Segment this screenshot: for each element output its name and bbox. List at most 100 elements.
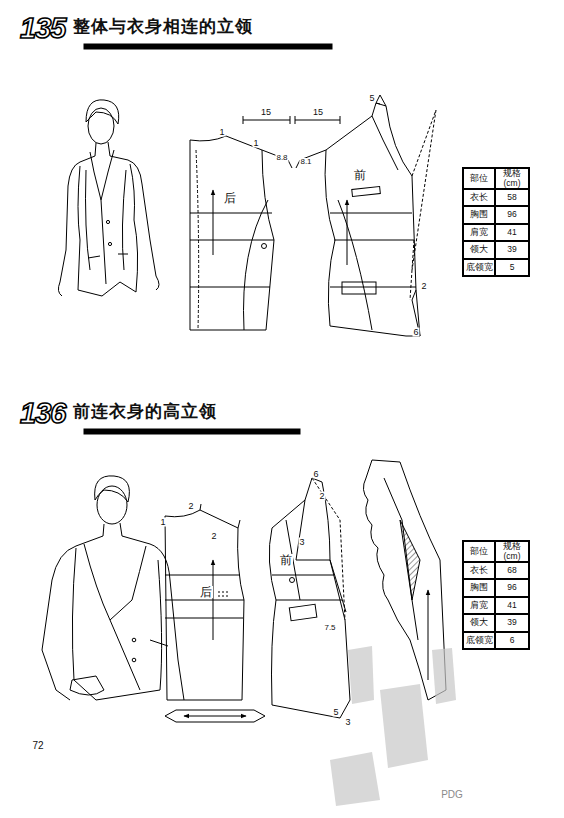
- table-cell: 68: [495, 562, 529, 579]
- table-cell: 领大: [463, 614, 495, 631]
- dimension-label: 8.8: [275, 154, 288, 162]
- dimension-label: 3: [344, 718, 351, 727]
- watermark-stamp-stroke: [380, 684, 428, 768]
- front-pattern-piece-stroke: [289, 604, 317, 620]
- watermark-stamp-stroke: [330, 752, 380, 806]
- page-number: 72: [31, 741, 44, 751]
- fashion-figure-stroke: [95, 142, 110, 156]
- fashion-figure-stroke: [88, 254, 128, 258]
- front-pattern-piece-stroke: [330, 213, 416, 287]
- fashion-figure-stroke: [106, 220, 109, 223]
- fashion-figure-stroke: [110, 620, 140, 690]
- spec-table: 部位规格 (cm)衣长58胸围96肩宽41领大39底领宽5: [462, 167, 530, 277]
- fashion-figure-stroke: [86, 170, 127, 270]
- front-pattern-piece-stroke: [352, 187, 381, 197]
- heading-bars-stroke: [84, 429, 300, 434]
- front-pattern-piece-stroke: [330, 560, 346, 612]
- back-pattern-piece-stroke: [165, 575, 244, 618]
- front-pattern-piece: [269, 478, 350, 718]
- heading-bars-stroke: [84, 44, 332, 49]
- back-pattern-piece-stroke: [190, 213, 274, 287]
- strap-pattern-piece: [165, 710, 265, 722]
- heading-bars: [84, 44, 332, 434]
- back-pattern-piece-stroke: [262, 150, 292, 168]
- fashion-figure-stroke: [103, 523, 122, 536]
- front-pattern-piece-stroke: [325, 103, 420, 336]
- table-cell: 部位: [463, 168, 495, 189]
- back-pattern-piece-stroke: [196, 150, 199, 330]
- table-cell: 39: [495, 614, 529, 631]
- piece-name: 前: [279, 554, 293, 566]
- table-cell: 衣长: [463, 562, 495, 579]
- fashion-figure-stroke: [88, 108, 114, 144]
- table-cell: 96: [495, 206, 529, 223]
- dimension-label: 2: [420, 282, 427, 291]
- section-title: 前连衣身的高立领: [73, 403, 217, 428]
- table-cell: 底领宽: [463, 259, 495, 276]
- fashion-figure-stroke: [42, 536, 184, 700]
- dimension-label: 15: [312, 108, 324, 117]
- table-cell: 5: [495, 259, 529, 276]
- dimension-label: 7.5: [323, 624, 336, 632]
- front-pattern-piece-stroke: [290, 578, 295, 583]
- table-cell: 6: [495, 632, 529, 649]
- table-cell: 胸围: [463, 206, 495, 223]
- table-cell: 胸围: [463, 579, 495, 596]
- back-pattern-piece: [190, 116, 292, 330]
- strap-pattern-piece-stroke: [165, 710, 265, 722]
- fashion-figure-stroke: [150, 640, 168, 646]
- dimension-label: 5: [332, 708, 339, 717]
- table-cell: 41: [495, 597, 529, 614]
- table-cell: 底领宽: [463, 632, 495, 649]
- table-cell: 41: [495, 224, 529, 241]
- table-cell: 部位: [463, 541, 495, 562]
- collar-pattern-piece-stroke: [428, 590, 429, 680]
- back-pattern-piece-stroke: [243, 116, 290, 124]
- dimension-label: 2: [318, 492, 325, 501]
- fashion-figure-stroke: [58, 276, 159, 296]
- front-pattern-piece-stroke: [342, 282, 376, 294]
- back-pattern-piece-stroke: [262, 244, 267, 249]
- dimension-label: 8.1: [299, 158, 312, 166]
- strap-pattern-piece-stroke: [184, 716, 246, 717]
- fashion-figure-stroke: [84, 544, 146, 620]
- fashion-figure-stroke: [101, 200, 106, 284]
- front-pattern-piece-stroke: [338, 200, 372, 330]
- section-heading: 136前连衣身的高立领: [20, 399, 217, 428]
- piece-name: 前: [353, 169, 367, 181]
- dimension-label: 5: [368, 94, 375, 103]
- dimension-label: 1: [159, 518, 166, 527]
- front-pattern-piece-stroke: [410, 110, 436, 300]
- section-heading: 135整体与衣身相连的立领: [20, 14, 253, 43]
- table-cell: 58: [495, 189, 529, 206]
- dimension-label: 6: [412, 328, 419, 337]
- back-pattern-piece-stroke: [213, 190, 214, 255]
- dimension-label: 2: [210, 532, 217, 541]
- table-cell: 肩宽: [463, 224, 495, 241]
- front-pattern-piece-stroke: [286, 500, 330, 600]
- table-cell: 衣长: [463, 189, 495, 206]
- spec-table: 部位规格 (cm)衣长68胸围96肩宽41领大39底领宽6: [462, 540, 530, 650]
- piece-name: 后: [199, 586, 213, 598]
- table-cell: 领大: [463, 241, 495, 258]
- back-pattern-piece-stroke: [200, 504, 240, 528]
- fashion-figure-stroke: [95, 476, 130, 502]
- front-pattern-piece-stroke: [412, 290, 420, 336]
- dimension-label: 2: [187, 502, 194, 511]
- back-pattern-piece-stroke: [165, 510, 244, 700]
- back-pattern-piece: [165, 504, 244, 700]
- fashion-figure-stroke: [108, 242, 111, 245]
- back-pattern-piece-stroke: [190, 136, 274, 330]
- fashion-figure-stroke: [132, 658, 136, 662]
- section-number: 135: [20, 14, 73, 43]
- back-pattern-piece-stroke: [218, 592, 230, 596]
- front-pattern-piece-stroke: [296, 150, 326, 168]
- dimension-label: 6: [312, 470, 319, 479]
- table-cell: 规格 (cm): [495, 168, 529, 189]
- front-pattern-piece-stroke: [295, 116, 340, 124]
- dimension-label: 1: [252, 139, 259, 148]
- back-pattern-piece-stroke: [244, 200, 269, 330]
- fashion-figure-stroke: [78, 164, 138, 296]
- front-pattern-piece-stroke: [372, 103, 398, 170]
